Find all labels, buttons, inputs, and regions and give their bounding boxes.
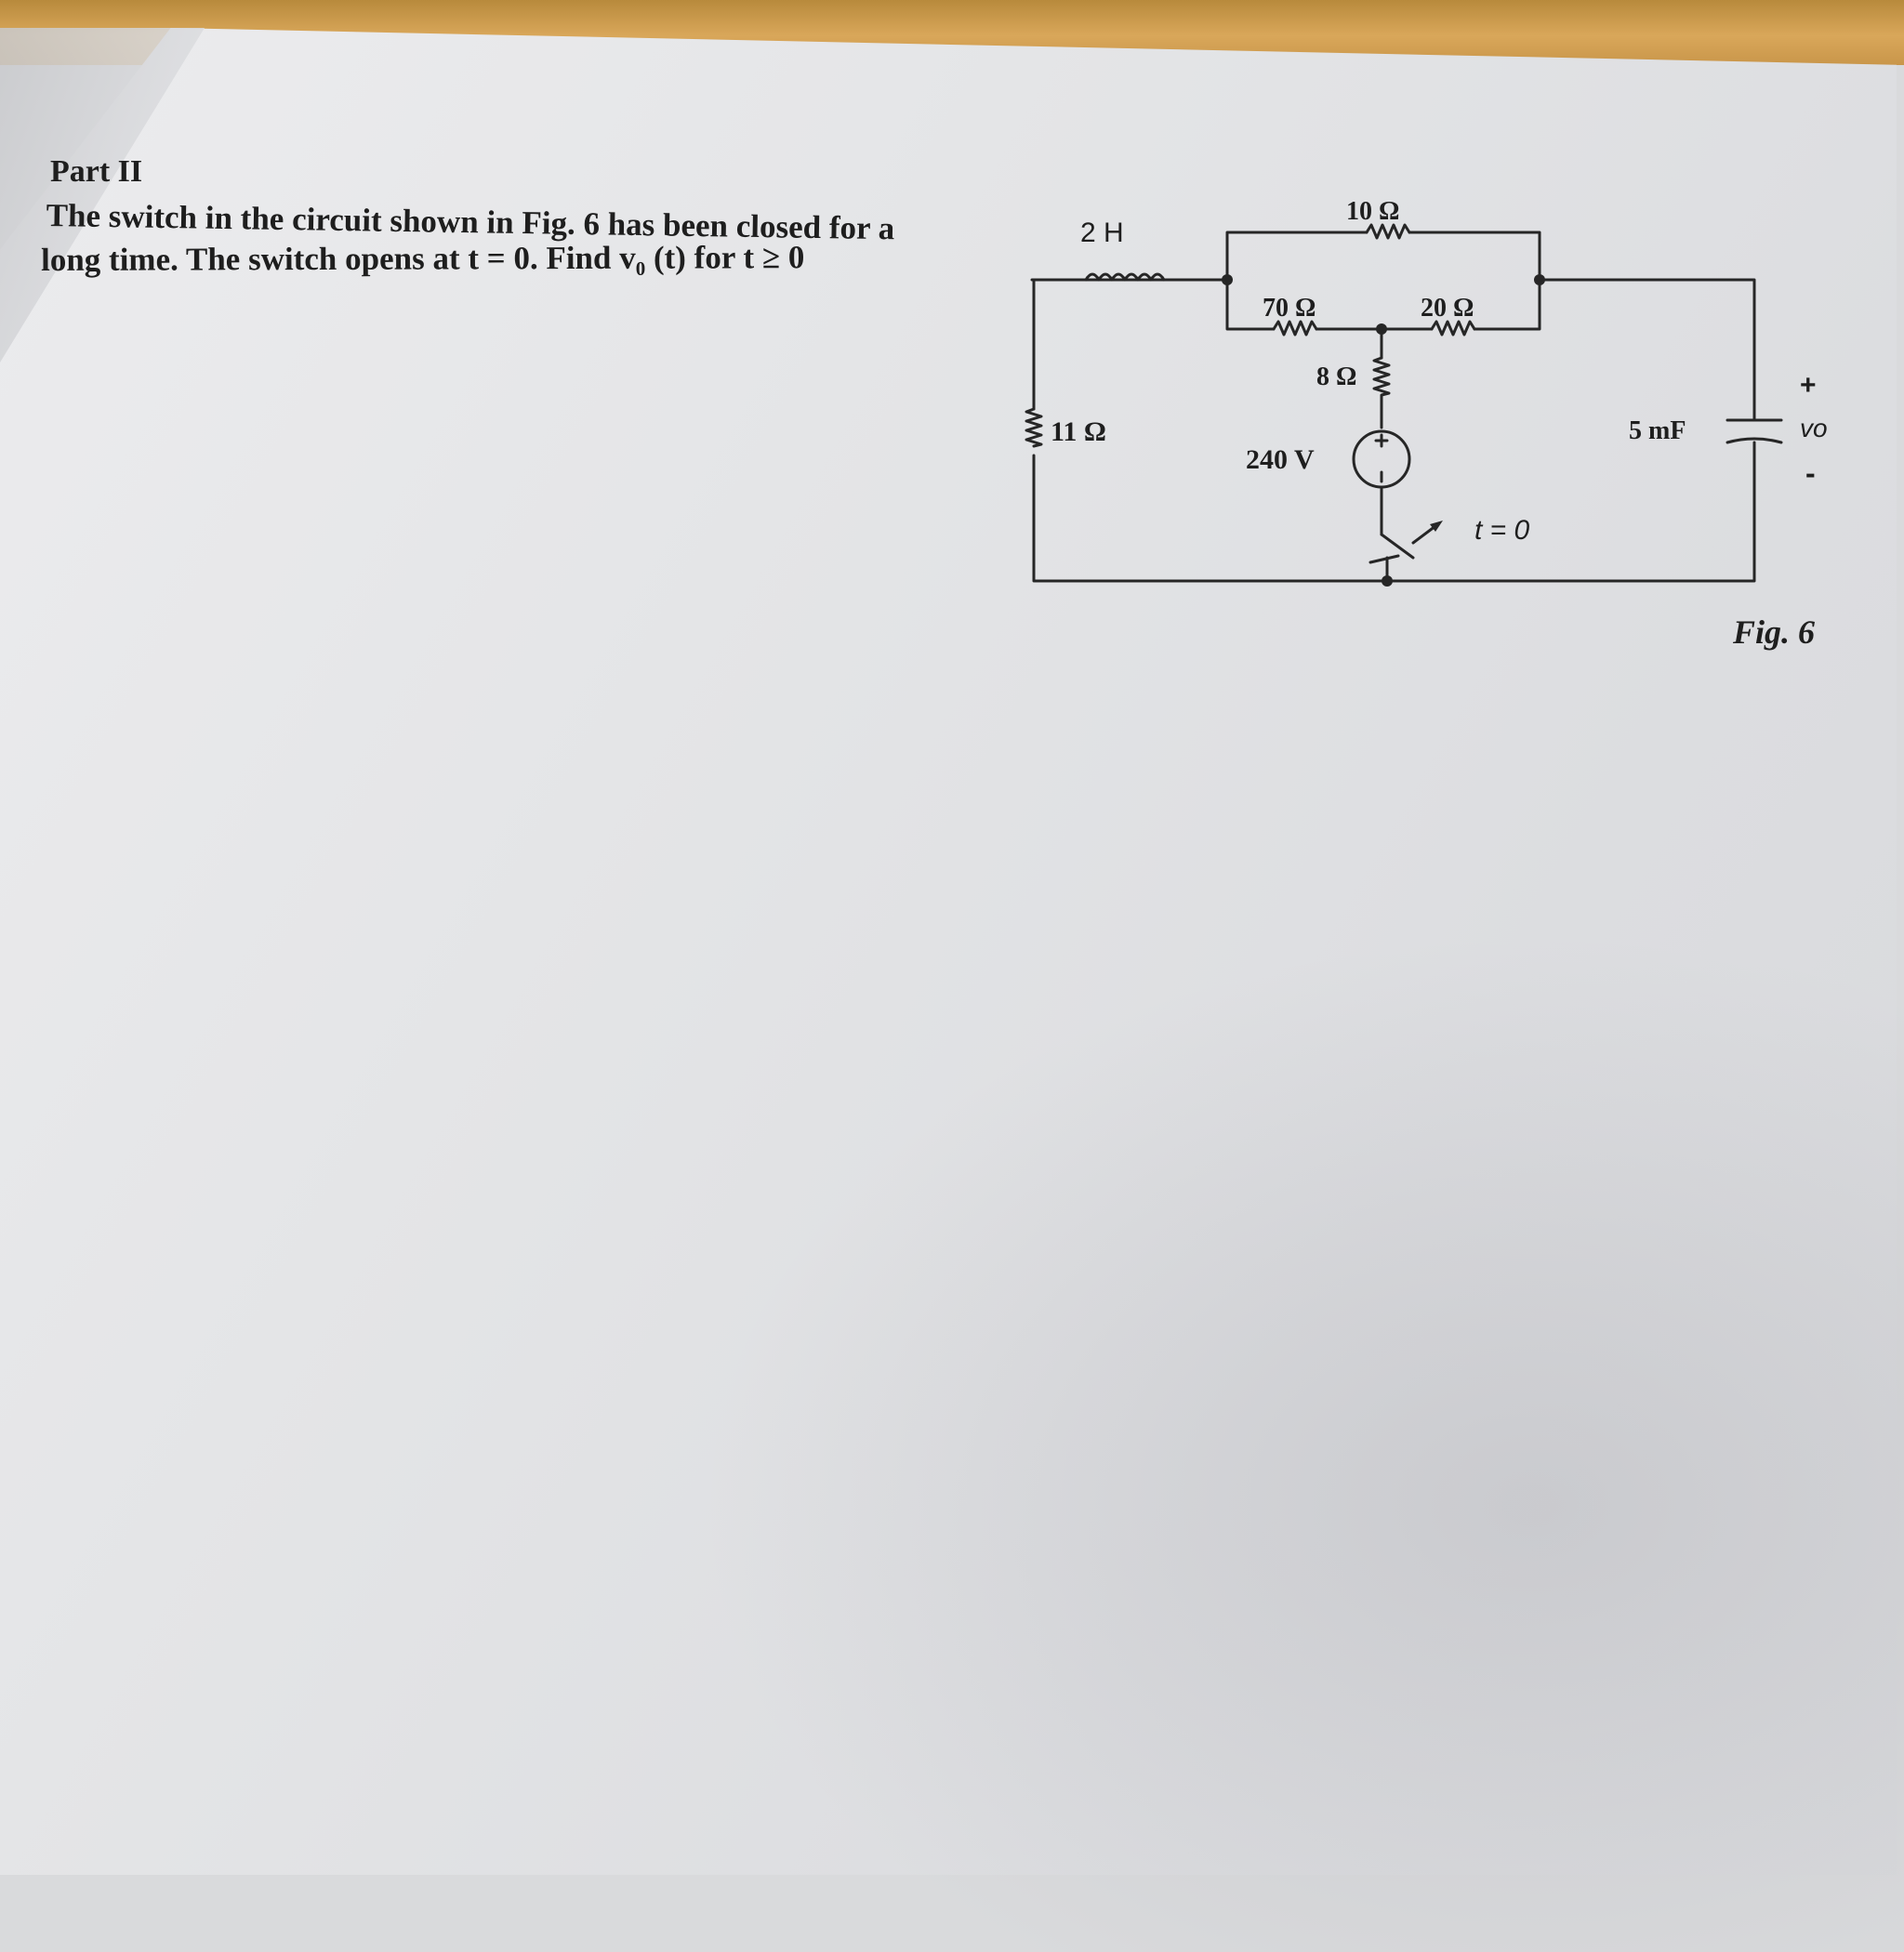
label-capacitor: 5 mF: [1629, 416, 1686, 445]
switch-blade: [1380, 533, 1415, 560]
switch-bar: [1368, 554, 1400, 564]
wire-top-right: [1408, 231, 1541, 282]
figure-caption: Fig. 6: [1732, 613, 1815, 651]
source-plus-sign: [1374, 433, 1389, 448]
resistor-11: [1025, 407, 1043, 448]
part-heading: Part II: [50, 154, 143, 189]
wire-left-lower: [1032, 441, 1756, 583]
label-r20: 20 Ω: [1421, 294, 1474, 323]
wire-mid-right: [1473, 278, 1541, 331]
wire-right-top: [1538, 278, 1756, 422]
label-r8: 8 Ω: [1316, 363, 1356, 391]
label-vo-plus: +: [1800, 370, 1817, 401]
node-left: [1222, 274, 1233, 285]
resistor-10: [1365, 223, 1411, 240]
resistor-8: [1372, 356, 1391, 429]
label-switch: t = 0: [1474, 515, 1530, 546]
switch-arrow: [1411, 524, 1437, 545]
resistor-70: [1272, 320, 1318, 336]
capacitor-plate-bottom: [1726, 437, 1783, 444]
switch-arrowhead: [1430, 521, 1443, 532]
resistor-20: [1430, 320, 1476, 336]
label-vo: vo: [1800, 414, 1828, 442]
label-r70: 70 Ω: [1263, 294, 1316, 323]
label-r10: 10 Ω: [1346, 197, 1399, 226]
circuit-diagram: 2 H 10 Ω 70 Ω 20 Ω 8 Ω 11 Ω 240 V 5 mF t…: [1025, 197, 1828, 651]
paper-sheet: [0, 28, 1897, 1875]
label-r11: 11 Ω: [1051, 416, 1106, 447]
node-center: [1376, 323, 1387, 335]
node-right: [1534, 274, 1545, 285]
label-source: 240 V: [1246, 444, 1315, 475]
label-inductor: 2 H: [1080, 218, 1124, 248]
inductor-coils: [1084, 272, 1229, 282]
node-bottom: [1382, 575, 1393, 587]
label-vo-minus: -: [1805, 456, 1816, 490]
wire-top-branch: [1225, 231, 1368, 282]
wire-mid-left: [1225, 278, 1276, 331]
shadow: [558, 837, 1904, 1952]
